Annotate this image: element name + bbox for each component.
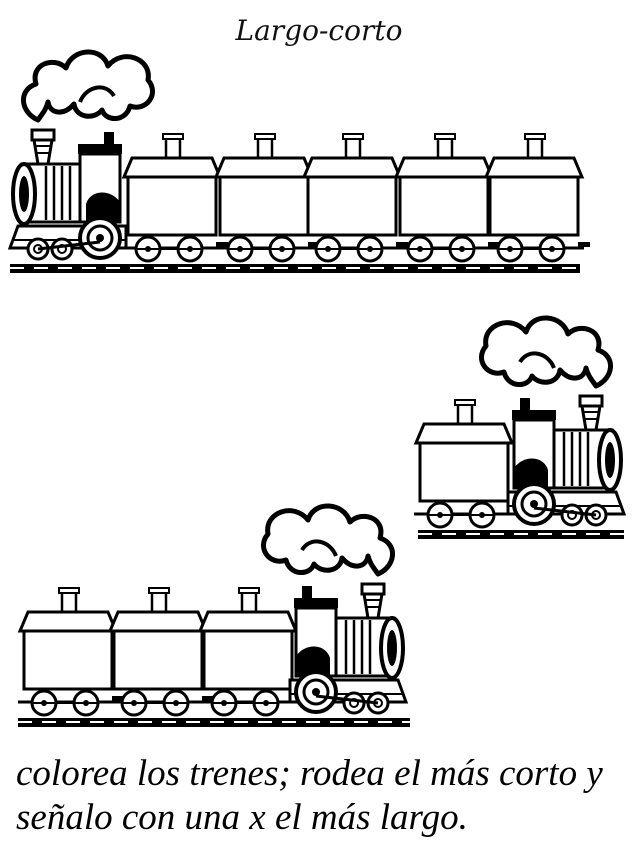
page-title: Largo-corto [235,14,403,47]
short-train [412,318,624,539]
long-train [10,52,592,273]
instruction-line: colorea los trenes; rodea el más corto y [16,753,603,794]
instructions: colorea los trenes; rodea el más corto y… [16,752,626,840]
instruction-line: señalo con una x el más largo. [16,797,468,838]
medium-train [16,506,410,727]
